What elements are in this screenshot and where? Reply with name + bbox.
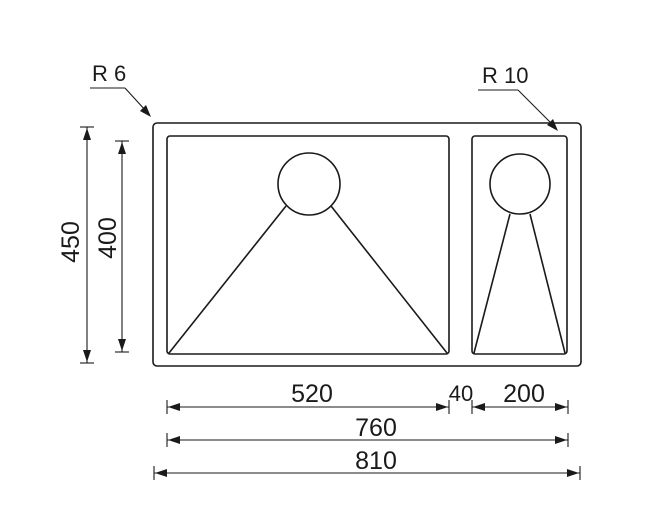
large-bowl-width-arrow-right xyxy=(436,403,448,411)
radius-small-leader-diagonal xyxy=(517,89,554,126)
large-bowl-drain-icon xyxy=(277,152,341,216)
small-bowl-slope-line-left xyxy=(473,213,511,354)
large-bowl-width-arrow-left xyxy=(168,403,180,411)
height-inner-arrow-bottom xyxy=(118,339,126,351)
radius-small-label: R 10 xyxy=(482,63,528,88)
height-outer-label: 450 xyxy=(57,221,85,263)
large-bowl-outline xyxy=(166,135,450,355)
large-bowl-slope-line-right xyxy=(330,205,448,354)
radius-outer-label: R 6 xyxy=(92,61,126,86)
outer-total-width-arrow-left xyxy=(155,469,167,477)
radius-outer-arrowhead xyxy=(140,105,151,117)
inner-total-width-arrow-left xyxy=(168,436,180,444)
height-inner-label: 400 xyxy=(94,217,122,259)
radius-outer-leader-diagonal xyxy=(124,87,147,112)
large-bowl-slope-line-left xyxy=(168,205,287,354)
height-inner-arrow-top xyxy=(118,142,126,154)
large-bowl-width-label: 520 xyxy=(291,380,333,408)
height-outer-arrow-top xyxy=(83,128,91,140)
radius-small-arrowhead xyxy=(547,119,558,131)
inner-total-width-label: 760 xyxy=(355,414,397,442)
small-bowl-drain-icon xyxy=(489,153,551,215)
outer-total-width-label: 810 xyxy=(355,447,397,475)
sink-outer-outline xyxy=(152,122,582,367)
outer-total-width-arrow-right xyxy=(567,469,579,477)
inner-total-width-arrow-right xyxy=(555,436,567,444)
height-outer-arrow-bottom xyxy=(83,350,91,362)
small-bowl-width-arrow-right xyxy=(555,403,567,411)
small-bowl-outline xyxy=(471,135,568,355)
gap-width-label: 40 xyxy=(449,381,473,406)
small-bowl-width-label: 200 xyxy=(503,380,545,408)
small-bowl-width-arrow-left xyxy=(473,403,485,411)
small-bowl-slope-line-right xyxy=(529,213,566,354)
